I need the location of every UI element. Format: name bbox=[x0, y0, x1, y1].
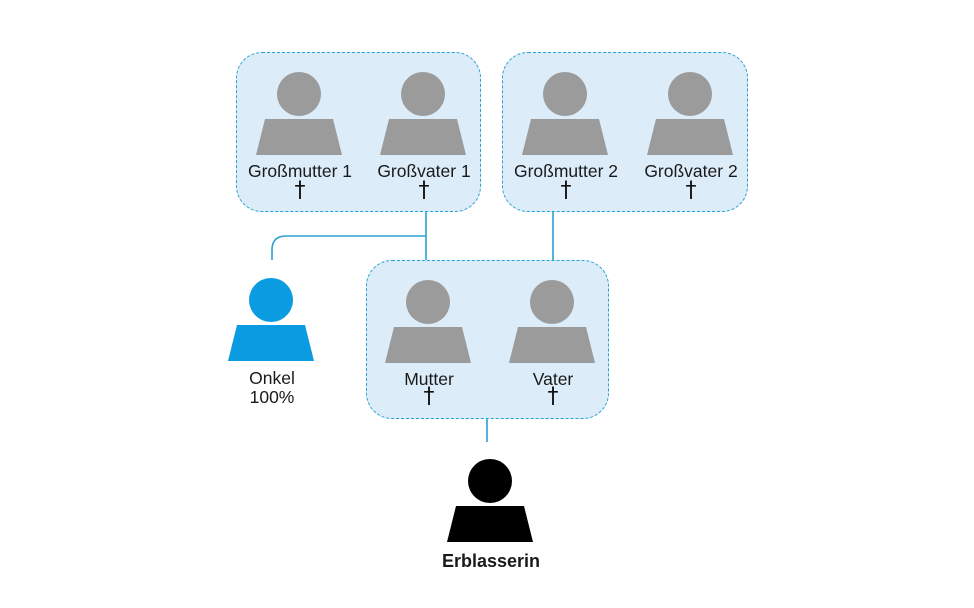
person-grossmutter-2: Großmutter 2 † bbox=[514, 67, 618, 207]
person-name: Erblasserin bbox=[441, 551, 541, 571]
person-vater: Vater † bbox=[508, 275, 598, 415]
person-grossvater-2: Großvater 2 † bbox=[644, 67, 738, 207]
person-silhouette-icon bbox=[447, 459, 533, 542]
person-grossvater-1: Großvater 1 † bbox=[377, 67, 471, 207]
deceased-cross: † bbox=[560, 178, 572, 203]
person-grossmutter-1: Großmutter 1 † bbox=[248, 67, 352, 207]
person-silhouette-icon bbox=[647, 72, 733, 155]
uncle-connector bbox=[271, 235, 426, 260]
person-name: Vater bbox=[532, 369, 574, 389]
person-silhouette-icon bbox=[228, 278, 314, 361]
person-name: Großvater 2 bbox=[644, 161, 738, 181]
inheritance-share: 100% bbox=[249, 387, 295, 407]
deceased-cross: † bbox=[423, 384, 435, 409]
person-name: Mutter bbox=[404, 369, 454, 389]
person-silhouette-icon bbox=[522, 72, 608, 155]
person-name: Onkel bbox=[249, 368, 295, 388]
deceased-cross: † bbox=[418, 178, 430, 203]
deceased-cross: † bbox=[294, 178, 306, 203]
person-silhouette-icon bbox=[509, 280, 595, 363]
person-silhouette-icon bbox=[385, 280, 471, 363]
person-mutter: Mutter † bbox=[384, 275, 474, 415]
person-silhouette-icon bbox=[256, 72, 342, 155]
person-name: Großmutter 2 bbox=[513, 161, 619, 181]
person-name: Großmutter 1 bbox=[247, 161, 353, 181]
person-name: Großvater 1 bbox=[377, 161, 471, 181]
person-erblasserin: Erblasserin bbox=[442, 454, 540, 594]
deceased-cross: † bbox=[547, 384, 559, 409]
person-silhouette-icon bbox=[380, 72, 466, 155]
person-onkel: Onkel 100% bbox=[227, 273, 317, 413]
deceased-cross: † bbox=[685, 178, 697, 203]
